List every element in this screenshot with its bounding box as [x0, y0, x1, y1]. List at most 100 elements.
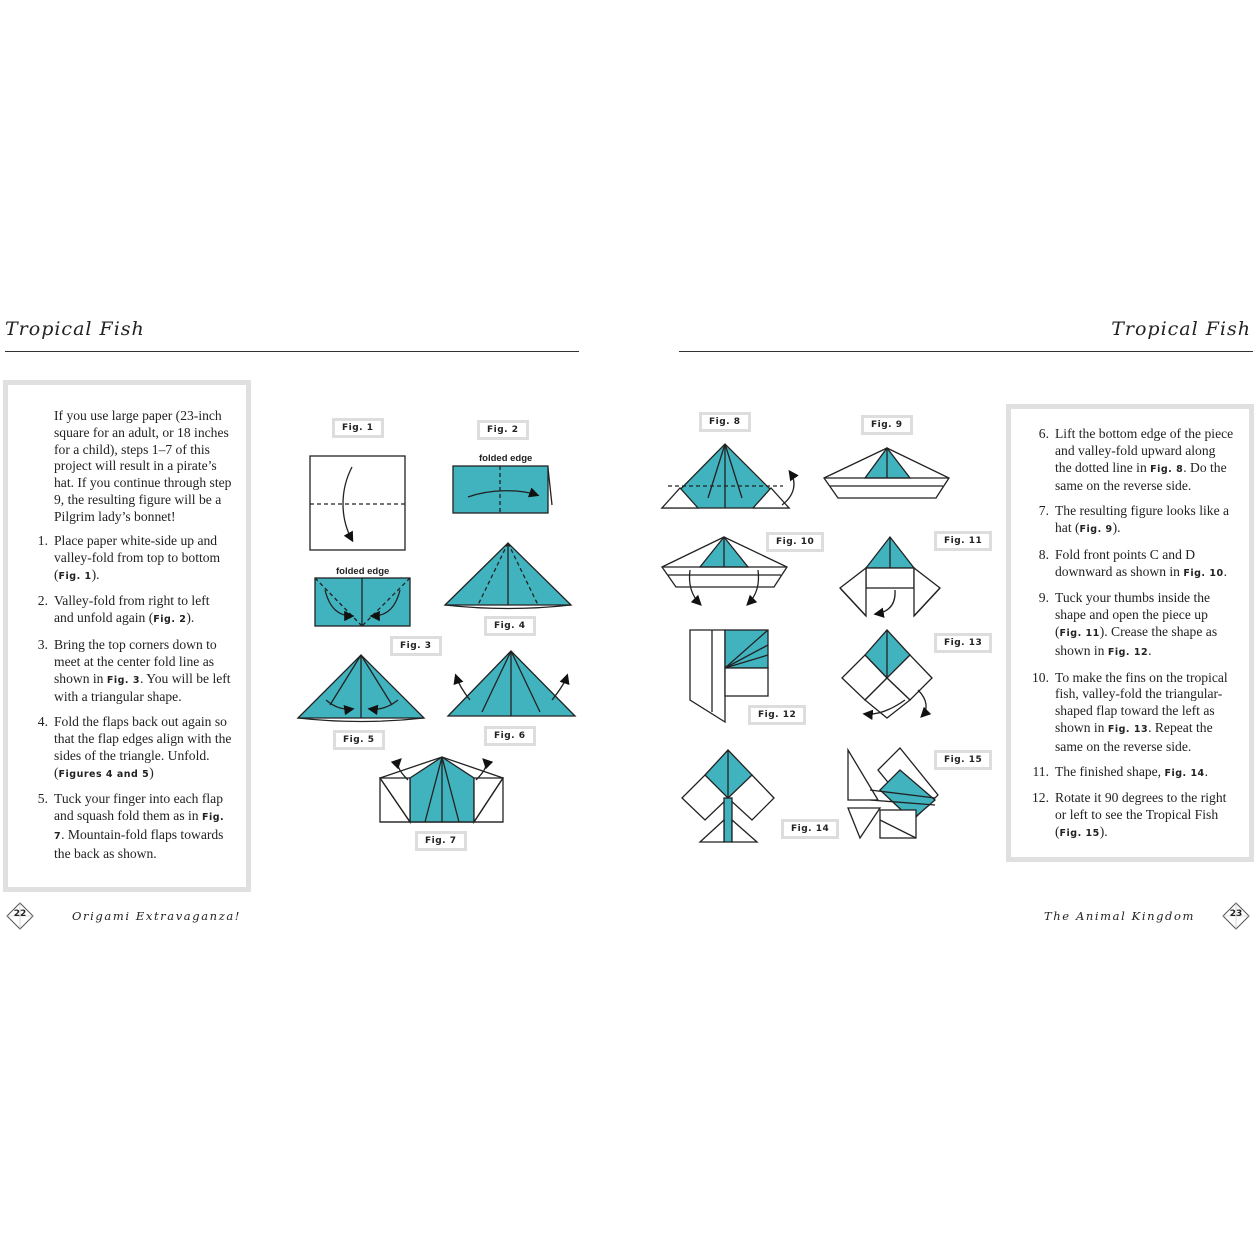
left-header-rule	[5, 351, 579, 352]
step-text: To make the fins on the tropical fish, v…	[1055, 669, 1228, 735]
step-item: 5.Tuck your finger into each flap and sq…	[38, 791, 232, 862]
fig-6-label: Fig. 6	[484, 726, 536, 746]
step-number: 6.	[1038, 426, 1049, 441]
step-text: Fold the flaps back out again so that th…	[54, 714, 232, 780]
step-number: 3.	[37, 636, 48, 652]
fig-7-label: Fig. 7	[415, 831, 467, 851]
figure-reference: Fig. 1	[58, 570, 92, 582]
fig-10-label: Fig. 10	[766, 532, 825, 552]
fig-3-diagram	[314, 577, 411, 627]
step-text: ).	[1112, 519, 1121, 535]
folded-edge-label: folded edge	[479, 453, 533, 464]
left-page-number-badge: 22	[6, 902, 34, 930]
step-number: 7.	[1038, 503, 1049, 519]
fig-15-label: Fig. 15	[934, 750, 993, 770]
fig-6-diagram	[446, 650, 577, 717]
fig-5-label: Fig. 5	[333, 730, 385, 750]
figure-reference: Fig. 7	[54, 812, 225, 842]
fig-8-label: Fig. 8	[699, 412, 751, 432]
step-number: 4.	[37, 714, 48, 730]
step-item: 3. Bring the top corners down to meet at …	[38, 636, 232, 706]
step-text: The resulting figure looks like a hat (	[1055, 503, 1230, 535]
diamond-icon	[1222, 902, 1250, 930]
fig-2-diagram	[452, 465, 553, 514]
figure-reference: Fig. 11	[1059, 627, 1100, 639]
intro-paragraph: If you use large paper (23-inch square f…	[54, 408, 232, 524]
step-text: Place paper white-side up and valley-fol…	[54, 533, 221, 582]
step-item: 11. The finished shape, Fig. 14.	[1033, 763, 1235, 783]
left-steps-list: 1.Place paper white-side up and valley-f…	[38, 533, 232, 871]
step-text: Tuck your thumbs inside the shape and op…	[1055, 590, 1211, 639]
fig-2-label: Fig. 2	[477, 420, 529, 440]
fig-13-label: Fig. 13	[934, 633, 993, 653]
figure-reference: Fig. 3	[106, 674, 140, 686]
fig-7-diagram	[378, 756, 505, 825]
step-text: ).	[186, 610, 195, 626]
step-text: .	[1204, 763, 1209, 779]
fig-8-diagram	[660, 443, 799, 509]
right-instructions-box	[1006, 404, 1254, 862]
step-text: Rotate it 90 degrees to the right or lef…	[1055, 790, 1227, 839]
right-steps-list: 6. Lift the bottom edge of the piece and …	[1032, 426, 1235, 851]
fig-14-label: Fig. 14	[781, 819, 840, 839]
step-text: ).	[1099, 823, 1108, 839]
folded-edge-label: folded edge	[336, 566, 390, 577]
right-running-title: Tropical Fish	[1111, 318, 1251, 340]
figure-reference: Figures 4 and 5	[58, 768, 150, 780]
step-number: 11.	[1032, 763, 1050, 779]
fig-4-label: Fig. 4	[484, 616, 536, 636]
step-item: 1.Place paper white-side up and valley-f…	[38, 533, 232, 585]
diamond-icon	[6, 902, 34, 930]
step-text: . Do the same on the reverse side.	[1055, 459, 1227, 494]
step-item: 7. The resulting figure looks like a hat …	[1039, 503, 1235, 539]
step-item: 9. Tuck your thumbs inside the shape and …	[1039, 590, 1235, 661]
step-text: ). Crease the shape as shown in	[1055, 623, 1218, 658]
figure-reference: Fig. 14	[1164, 767, 1205, 779]
figure-reference: Fig. 12	[1107, 646, 1149, 658]
step-number: 8.	[1038, 546, 1049, 562]
step-text: Valley-fold from right to left and unfol…	[54, 593, 210, 626]
step-number: 5.	[37, 791, 48, 807]
fig-9-label: Fig. 9	[861, 415, 913, 435]
step-item: 8. Fold front points C and D downward as …	[1039, 546, 1235, 583]
fig-15-diagram	[847, 747, 939, 840]
left-footer-title: Origami Extravaganza!	[72, 909, 242, 923]
step-item: 6. Lift the bottom edge of the piece and …	[1039, 426, 1235, 495]
fig-5-diagram	[296, 654, 426, 723]
fig-10-diagram	[661, 535, 788, 606]
fig-11-label: Fig. 11	[934, 531, 993, 551]
step-text: .	[1223, 563, 1227, 579]
step-number: 9.	[1038, 590, 1049, 606]
fig-3-label: Fig. 3	[390, 636, 442, 656]
step-number: 10.	[1032, 669, 1049, 685]
step-text: .	[1148, 642, 1152, 658]
fig-14-diagram	[681, 749, 775, 843]
step-text: . Repeat the same on the reverse side.	[1055, 719, 1213, 754]
figure-reference: Fig. 13	[1107, 723, 1149, 735]
figure-reference: Fig. 8	[1150, 463, 1184, 475]
figure-reference: Fig. 2	[153, 614, 187, 626]
fig-12-label: Fig. 12	[748, 705, 807, 725]
fig-12-diagram	[689, 629, 769, 724]
right-page-number-badge: 23	[1222, 902, 1250, 930]
step-text: . Mountain-fold flaps towards the back a…	[54, 826, 224, 861]
fig-11-diagram	[839, 535, 941, 618]
step-text: Bring the top corners down to meet at th…	[54, 636, 217, 686]
figure-reference: Fig. 9	[1079, 523, 1113, 535]
left-instructions-box	[3, 380, 251, 892]
right-footer-title: The Animal Kingdom	[1044, 909, 1196, 923]
page-number: 22	[13, 909, 27, 919]
step-text: ).	[91, 566, 100, 582]
step-item: 10. To make the fins on the tropical fish…	[1032, 669, 1235, 756]
step-text: Lift the bottom edge of the piece and va…	[1055, 426, 1234, 475]
step-text: Fold front points C and D downward as sh…	[1055, 546, 1196, 579]
fig-1-diagram	[309, 455, 406, 551]
step-item: 12. Rotate it 90 degrees to the right or …	[1032, 790, 1235, 842]
figure-reference: Fig. 10	[1183, 567, 1224, 579]
step-number: 12.	[1032, 790, 1049, 806]
right-header-rule	[679, 351, 1253, 352]
step-item: 2.Valley-fold from right to left and unf…	[38, 593, 232, 629]
step-text: The finished shape,	[1055, 763, 1165, 779]
step-text: . You will be left with a triangular sha…	[54, 670, 231, 705]
